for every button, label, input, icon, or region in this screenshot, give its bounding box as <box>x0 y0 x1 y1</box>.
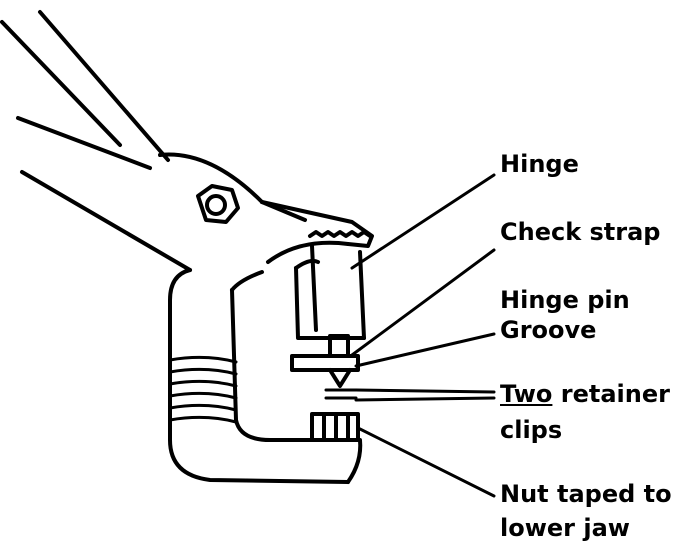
label-two: Two <box>500 380 553 408</box>
leader-lines <box>350 173 496 498</box>
lower-jaw <box>168 268 363 484</box>
label-two-retainer: Two retainer <box>500 380 670 408</box>
upper-jaw <box>260 200 374 264</box>
label-retainer: retainer <box>560 380 670 408</box>
leader-retainer-lower <box>354 396 496 402</box>
pivot-nut <box>196 184 240 224</box>
leader-check-strap <box>350 248 496 357</box>
upper-handle <box>0 10 264 272</box>
retainer-clips <box>324 388 358 400</box>
thread-grip <box>168 355 238 424</box>
label-nut-line2: lower jaw <box>500 514 630 542</box>
leader-groove <box>354 332 496 368</box>
lower-nut <box>310 412 360 442</box>
label-groove: Groove <box>500 316 597 344</box>
label-check-strap: Check strap <box>500 218 661 246</box>
label-hinge-pin: Hinge pin <box>500 286 630 314</box>
label-nut-line1: Nut taped to <box>500 480 672 508</box>
hinge-block <box>294 244 366 340</box>
leader-hinge <box>350 173 496 270</box>
leader-retainer-upper <box>354 388 496 394</box>
label-clips: clips <box>500 416 563 444</box>
leader-nut <box>356 426 496 498</box>
check-strap <box>290 354 360 372</box>
label-hinge: Hinge <box>500 150 579 178</box>
hinge-pin <box>328 334 352 388</box>
